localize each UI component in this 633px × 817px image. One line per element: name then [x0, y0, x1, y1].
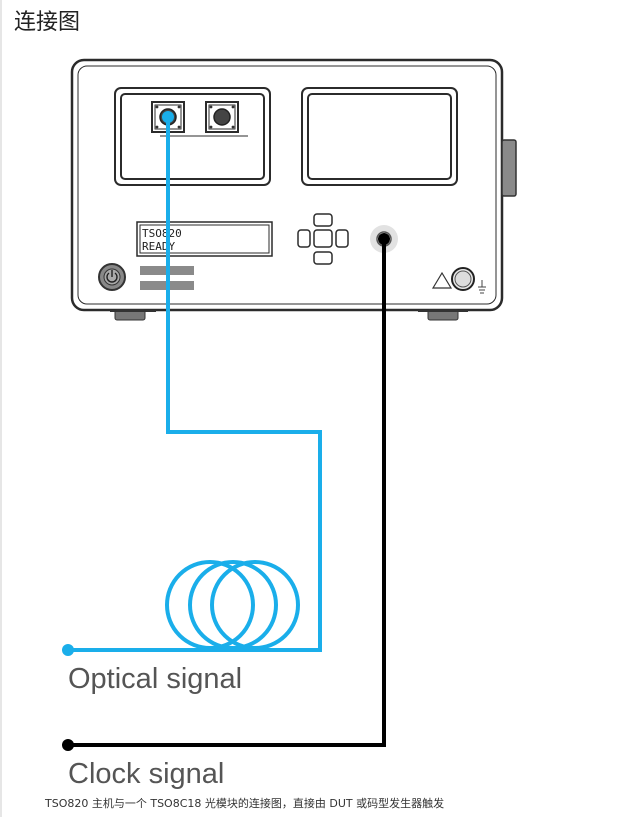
lcd-display: TSO820 READY [136, 221, 273, 257]
fiber-coil-2 [188, 560, 278, 650]
module-bay-left-inner [120, 93, 265, 180]
navigation-keypad [297, 213, 349, 265]
figure-caption: TSO820 主机与一个 TSO8C18 光模块的连接图，直接由 DUT 或码型… [45, 797, 445, 810]
instrument-body-inner [77, 65, 497, 305]
power-icon [106, 270, 118, 283]
page-title: 连接图 [14, 10, 81, 35]
ground-terminal[interactable] [451, 267, 475, 291]
fiber-coil-3 [210, 560, 300, 650]
ground-icon [478, 280, 486, 294]
clock-cable-start [62, 739, 74, 751]
optical-signal-label: Optical signal [68, 663, 242, 695]
module-bay-right-inner [307, 93, 452, 180]
module-bay-right-outer [301, 87, 458, 186]
nav-up-button[interactable] [313, 213, 333, 227]
clock-cable [62, 233, 390, 751]
fiber-coil-1 [165, 560, 255, 650]
nav-left-button[interactable] [297, 229, 311, 248]
left-rule [0, 0, 2, 817]
side-handle [501, 139, 517, 197]
fiber-end-connector [162, 111, 174, 123]
nav-down-button[interactable] [313, 251, 333, 265]
power-button[interactable] [98, 263, 126, 291]
clock-signal-label: Clock signal [68, 758, 224, 790]
lcd-line-2: READY [142, 240, 175, 253]
optical-fiber [62, 111, 322, 656]
warning-triangle-icon [431, 271, 453, 289]
secondary-connector[interactable] [205, 101, 239, 133]
fiber-start [62, 644, 74, 656]
clock-cable-end [378, 233, 390, 245]
tso820-instrument: TSO820 READY [70, 58, 517, 321]
nav-center-button[interactable] [313, 229, 333, 248]
nav-right-button[interactable] [335, 229, 349, 248]
lcd-line-1: TSO820 [142, 227, 182, 240]
